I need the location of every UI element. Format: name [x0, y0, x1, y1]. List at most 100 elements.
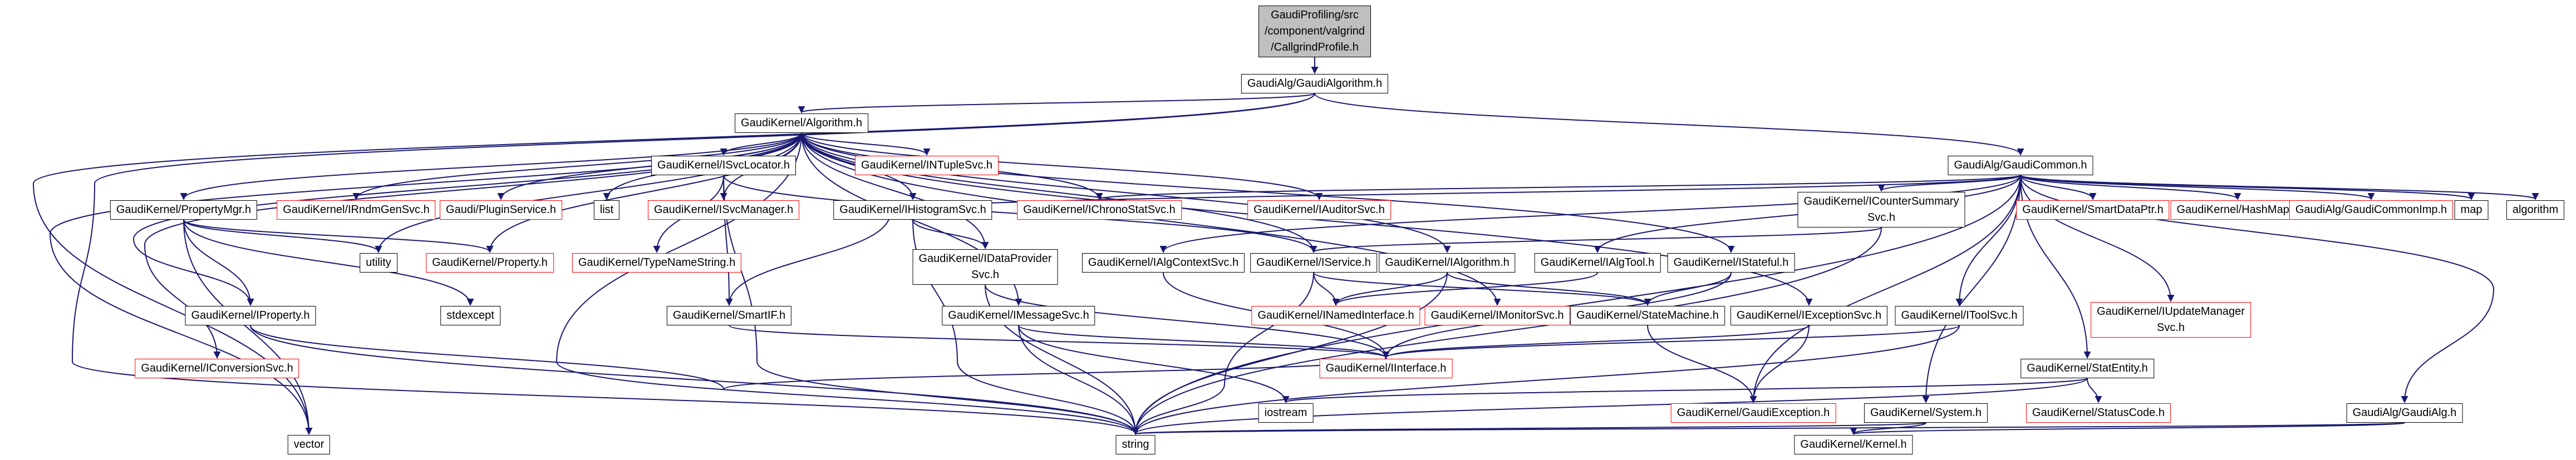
graph-node-intuplesvc[interactable]: GaudiKernel/INTupleSvc.h — [854, 156, 999, 175]
edge-ialgorithm-statemachine — [1447, 272, 1651, 306]
graph-node-gaudialg[interactable]: GaudiAlg/GaudiAlg.h — [2346, 403, 2463, 423]
edge-imessagesvc-iostream — [1018, 325, 1290, 403]
edge-algorithm-propertymgr — [180, 132, 802, 200]
edge-istateful-statemachine — [1644, 272, 1732, 306]
edge-gaudicommon-itoolsvc — [1955, 175, 2021, 306]
graph-node-itoolsvc[interactable]: GaudiKernel/IToolSvc.h — [1895, 306, 2024, 325]
graph-node-statemachine[interactable]: GaudiKernel/StateMachine.h — [1570, 306, 1725, 325]
edge-gaudialgorithm-algorithm — [798, 93, 1315, 113]
edge-gaudicommon-ialgcontextsvc — [1159, 175, 2021, 253]
edge-algorithm-iservice — [801, 132, 1318, 253]
edge-statentity-statuscode — [2087, 378, 2102, 403]
edge-ialgorithm-string — [1132, 272, 1448, 435]
edge-algorithm-ialgorithm — [801, 132, 1451, 253]
edge-gaudicommon-gaudicommonimp — [2020, 175, 2375, 200]
graph-node-inamedinterface[interactable]: GaudiKernel/INamedInterface.h — [1251, 306, 1420, 325]
edge-ialgtool-inamedinterface — [1332, 272, 1598, 306]
graph-node-pluginservice[interactable]: Gaudi/PluginService.h — [440, 200, 562, 220]
edge-gaudicommon-std_algorithm — [2020, 175, 2539, 200]
graph-node-propertymgr[interactable]: GaudiKernel/PropertyMgr.h — [110, 200, 258, 220]
edge-propertymgr-property — [183, 219, 494, 253]
graph-node-ialgcontextsvc[interactable]: GaudiKernel/IAlgContextSvc.h — [1081, 253, 1245, 273]
graph-node-kernel[interactable]: GaudiKernel/Kernel.h — [1794, 435, 1913, 454]
graph-node-vector[interactable]: vector — [287, 435, 331, 454]
edge-statentity-string — [1132, 378, 2088, 435]
edge-ialgorithm-inamedinterface — [1332, 272, 1448, 306]
edge-iproperty-iinterface — [250, 325, 1390, 390]
graph-node-gaudicommonimp[interactable]: GaudiAlg/GaudiCommonImp.h — [2289, 200, 2454, 220]
graph-node-imessagesvc[interactable]: GaudiKernel/IMessageSvc.h — [942, 306, 1095, 325]
graph-node-gaudiexception[interactable]: GaudiKernel/GaudiException.h — [1670, 403, 1836, 423]
graph-node-iconversionsvc[interactable]: GaudiKernel/IConversionSvc.h — [135, 359, 299, 378]
graph-node-iauditorsvc[interactable]: GaudiKernel/IAuditorSvc.h — [1247, 200, 1391, 220]
graph-node-string[interactable]: string — [1115, 435, 1156, 454]
edge-statentity-iostream — [1282, 378, 2088, 403]
graph-node-utility[interactable]: utility — [360, 253, 397, 273]
graph-node-stdexcept[interactable]: stdexcept — [440, 306, 500, 325]
edge-imessagesvc-iinterface — [1018, 325, 1390, 359]
edge-algorithm-property — [486, 132, 802, 253]
graph-node-std_algorithm[interactable]: algorithm — [2506, 200, 2565, 220]
graph-node-gaudicommon[interactable]: GaudiAlg/GaudiCommon.h — [1948, 156, 2093, 175]
graph-node-ialgorithm[interactable]: GaudiKernel/IAlgorithm.h — [1379, 253, 1516, 273]
edge-gaudialgorithm-gaudicommon — [1314, 93, 2024, 156]
graph-node-ichronostatsvc[interactable]: GaudiKernel/IChronoStatSvc.h — [1017, 200, 1182, 220]
edge-smartif-iinterface — [729, 325, 1390, 359]
edge-gaudicommon-smartdataptr — [2020, 175, 2097, 200]
graph-node-icountersummarysvc[interactable]: GaudiKernel/ICounterSummary Svc.h — [1797, 192, 1965, 227]
edge-imessagesvc-string — [1018, 325, 1139, 435]
graph-node-system[interactable]: GaudiKernel/System.h — [1864, 403, 1988, 423]
graph-node-algorithm[interactable]: GaudiKernel/Algorithm.h — [735, 113, 868, 133]
edge-gaudialgorithm-string — [71, 93, 1315, 435]
graph-node-smartdataptr[interactable]: GaudiKernel/SmartDataPtr.h — [2016, 200, 2170, 220]
edge-propertymgr-stdexcept — [183, 219, 474, 306]
graph-node-typenamestring[interactable]: GaudiKernel/TypeNameString.h — [572, 253, 742, 273]
graph-node-smartif[interactable]: GaudiKernel/SmartIF.h — [666, 306, 792, 325]
edge-icountersummarysvc-string — [1132, 227, 1882, 435]
edge-iproperty-string — [250, 325, 1139, 435]
graph-node-istateful[interactable]: GaudiKernel/IStateful.h — [1667, 253, 1795, 273]
edge-propertymgr-vector — [183, 219, 313, 435]
graph-node-callgrindprofile[interactable]: GaudiProfiling/src /component/valgrind /… — [1258, 6, 1371, 57]
graph-node-property[interactable]: GaudiKernel/Property.h — [426, 253, 554, 273]
graph-node-ialgtool[interactable]: GaudiKernel/IAlgTool.h — [1534, 253, 1661, 273]
graph-node-statentity[interactable]: GaudiKernel/StatEntity.h — [2021, 359, 2154, 378]
edge-algorithm-intuplesvc — [801, 132, 931, 156]
edge-gaudicommon-system — [1922, 175, 2021, 403]
edge-isvclocator-string — [723, 175, 1139, 435]
edge-itoolsvc-iinterface — [1382, 325, 1960, 359]
graph-node-hashmap[interactable]: GaudiKernel/HashMap.h — [2170, 200, 2305, 220]
edge-algorithm-idataprovidersvc — [801, 132, 989, 249]
graph-node-iinterface[interactable]: GaudiKernel/IInterface.h — [1319, 359, 1453, 378]
edge-gaudialg-kernel — [1850, 422, 2405, 435]
graph-node-ihistogramsvc[interactable]: GaudiKernel/IHistogramSvc.h — [833, 200, 992, 220]
edge-algorithm-utility — [375, 132, 802, 253]
graph-node-iservice[interactable]: GaudiKernel/IService.h — [1250, 253, 1377, 273]
graph-node-irndmgensvc[interactable]: GaudiKernel/IRndmGenSvc.h — [277, 200, 436, 220]
edge-idataprovidersvc-iinterface — [985, 284, 1390, 359]
edge-gaudialg-string — [1133, 422, 2405, 435]
graph-node-iexceptionsvc[interactable]: GaudiKernel/IExceptionSvc.h — [1730, 306, 1888, 325]
edge-itoolsvc-string — [1132, 325, 1960, 435]
edge-algorithm-iauditorsvc — [801, 132, 1323, 200]
edge-ihistogramsvc-idataprovidersvc — [912, 219, 989, 249]
edge-gaudicommon-hashmap — [2020, 175, 2241, 200]
edge-algorithm-isvclocator — [720, 132, 802, 156]
graph-node-idataprovidersvc[interactable]: GaudiKernel/IDataProvider Svc.h — [912, 249, 1058, 285]
graph-node-map[interactable]: map — [2454, 200, 2489, 220]
graph-node-iproperty[interactable]: GaudiKernel/IProperty.h — [185, 306, 316, 325]
edge-propertymgr-iproperty — [183, 219, 254, 306]
graph-node-imonitorsvc[interactable]: GaudiKernel/IMonitorSvc.h — [1424, 306, 1570, 325]
graph-node-isvcmanager[interactable]: GaudiKernel/ISvcManager.h — [647, 200, 800, 220]
graph-node-gaudialgorithm[interactable]: GaudiAlg/GaudiAlgorithm.h — [1241, 74, 1389, 93]
graph-node-list[interactable]: list — [593, 200, 620, 220]
graph-node-iostream[interactable]: iostream — [1258, 403, 1314, 423]
edge-gaudicommon-ichronostatsvc — [1096, 175, 2021, 200]
edge-icountersummarysvc-iservice — [1310, 227, 1882, 253]
graph-node-iupdatemanagersvc[interactable]: GaudiKernel/IUpdateManager Svc.h — [2091, 302, 2251, 338]
edge-algorithm-string — [555, 132, 1139, 435]
graph-node-statuscode[interactable]: GaudiKernel/StatusCode.h — [2026, 403, 2171, 423]
graph-node-isvclocator[interactable]: GaudiKernel/ISvcLocator.h — [651, 156, 796, 175]
